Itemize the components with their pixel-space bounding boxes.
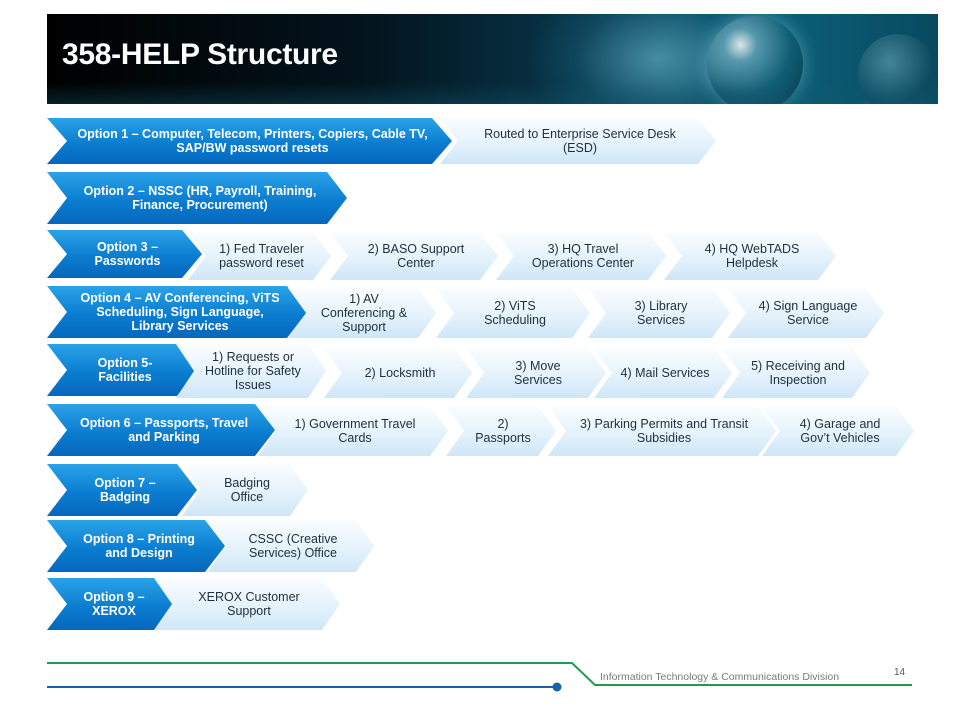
- option-5-sub-3: 3) Move Services: [466, 348, 606, 398]
- option-5-sub-2-label: 2) Locksmith: [364, 366, 436, 380]
- option-2-chevron: Option 2 – NSSC (HR, Payroll, Training, …: [47, 172, 347, 224]
- option-9-sub-1-label: XEROX Customer Support: [198, 590, 300, 618]
- option-7-label: Option 7 – Badging: [94, 476, 156, 504]
- header-banner: [47, 14, 938, 104]
- option-7-sub-1-label: Badging Office: [224, 476, 270, 504]
- option-6-chevron: Option 6 – Passports, Travel and Parking: [47, 404, 275, 456]
- option-9-sub-1: XEROX Customer Support: [154, 578, 340, 630]
- option-4-sub-3-label: 3) Library Services: [634, 299, 688, 327]
- option-3-sub-4-label: 4) HQ WebTADS Helpdesk: [704, 242, 800, 270]
- option-4-chevron: Option 4 – AV Conferencing, ViTS Schedul…: [47, 286, 307, 338]
- option-1-label: Option 1 – Computer, Telecom, Printers, …: [77, 127, 428, 155]
- option-5-chevron: Option 5- Facilities: [47, 344, 197, 396]
- option-9-label: Option 9 – XEROX: [83, 590, 145, 618]
- banner-reflection: [47, 82, 938, 104]
- option-5-sub-4: 4) Mail Services: [594, 348, 732, 398]
- option-8-sub-1-label: CSSC (Creative Services) Office: [248, 532, 338, 560]
- option-3-chevron: Option 3 – Passwords: [47, 230, 202, 278]
- option-5-sub-1: 1) Requests or Hotline for Safety Issues: [176, 344, 326, 398]
- option-9-chevron: Option 9 – XEROX: [47, 578, 175, 630]
- option-6-sub-3-label: 3) Parking Permits and Transit Subsidies: [579, 417, 749, 445]
- option-3-label: Option 3 – Passwords: [94, 240, 161, 268]
- option-5-sub-4-label: 4) Mail Services: [620, 366, 710, 380]
- option-1-sub-1-label: Routed to Enterprise Service Desk (ESD): [484, 127, 676, 155]
- option-4-sub-2: 2) ViTS Scheduling: [436, 288, 590, 338]
- option-6-sub-4-label: 4) Garage and Gov’t Vehicles: [799, 417, 881, 445]
- option-3-sub-1: 1) Fed Traveler password reset: [188, 232, 331, 280]
- option-1-sub-1: Routed to Enterprise Service Desk (ESD): [440, 118, 716, 164]
- option-6-label: Option 6 – Passports, Travel and Parking: [79, 416, 249, 444]
- option-8-chevron: Option 8 – Printing and Design: [47, 520, 225, 572]
- option-5-sub-5-label: 5) Receiving and Inspection: [751, 359, 845, 387]
- option-4-sub-4: 4) Sign Language Service: [728, 288, 884, 338]
- option-5-label: Option 5- Facilities: [97, 356, 153, 384]
- page-number: 14: [894, 667, 906, 678]
- glass-sphere-graphic: [707, 16, 803, 104]
- option-3-sub-3: 3) HQ Travel Operations Center: [496, 232, 666, 280]
- option-8-label: Option 8 – Printing and Design: [83, 532, 195, 560]
- option-5-sub-1-label: 1) Requests or Hotline for Safety Issues: [205, 350, 301, 392]
- option-3-sub-4: 4) HQ WebTADS Helpdesk: [664, 232, 836, 280]
- glass-sphere-graphic-small: [858, 34, 938, 104]
- option-6-sub-2: 2) Passports: [446, 406, 556, 456]
- option-1-chevron: Option 1 – Computer, Telecom, Printers, …: [47, 118, 452, 164]
- option-3-sub-3-label: 3) HQ Travel Operations Center: [531, 242, 635, 270]
- option-4-sub-4-label: 4) Sign Language Service: [758, 299, 858, 327]
- option-7-chevron: Option 7 – Badging: [47, 464, 197, 516]
- option-4-sub-1-label: 1) AV Conferencing & Support: [320, 292, 408, 334]
- footer-division: Information Technology & Communications …: [600, 671, 840, 683]
- option-7-sub-1: Badging Office: [182, 464, 308, 516]
- option-6-sub-4: 4) Garage and Gov’t Vehicles: [762, 406, 914, 456]
- option-4-sub-3: 3) Library Services: [588, 288, 730, 338]
- option-4-label: Option 4 – AV Conferencing, ViTS Schedul…: [80, 291, 280, 333]
- option-2-label: Option 2 – NSSC (HR, Payroll, Training, …: [83, 184, 317, 212]
- option-5-sub-3-label: 3) Move Services: [514, 359, 562, 387]
- option-5-sub-5: 5) Receiving and Inspection: [722, 348, 870, 398]
- option-3-sub-1-label: 1) Fed Traveler password reset: [219, 242, 304, 270]
- footer-lines: [47, 662, 912, 692]
- page-title: 358-HELP Structure: [62, 38, 338, 71]
- option-4-sub-1: 1) AV Conferencing & Support: [288, 288, 436, 338]
- option-6-sub-1-label: 1) Government Travel Cards: [294, 417, 416, 445]
- option-6-sub-1: 1) Government Travel Cards: [258, 406, 448, 456]
- option-3-sub-2: 2) BASO Support Center: [330, 232, 498, 280]
- option-5-sub-2: 2) Locksmith: [324, 348, 472, 398]
- option-3-sub-2-label: 2) BASO Support Center: [367, 242, 465, 270]
- option-8-sub-1: CSSC (Creative Services) Office: [208, 520, 374, 572]
- option-6-sub-3: 3) Parking Permits and Transit Subsidies: [548, 406, 776, 456]
- option-4-sub-2-label: 2) ViTS Scheduling: [484, 299, 546, 327]
- option-6-sub-2-label: 2) Passports: [475, 417, 531, 445]
